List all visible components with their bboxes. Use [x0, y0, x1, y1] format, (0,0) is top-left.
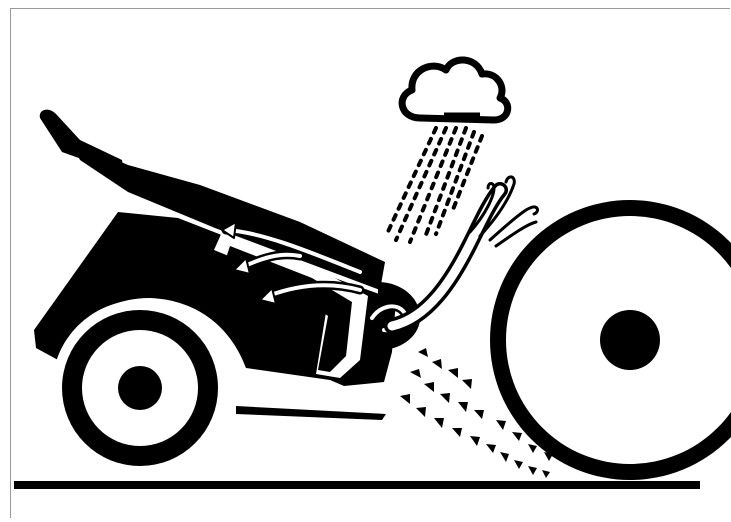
rain-cloud-icon [402, 60, 508, 120]
roller-wheel-icon [490, 200, 731, 480]
ground-line-icon [14, 481, 700, 489]
rain-drops-icon [386, 128, 482, 242]
rear-wheel-icon [52, 300, 228, 476]
